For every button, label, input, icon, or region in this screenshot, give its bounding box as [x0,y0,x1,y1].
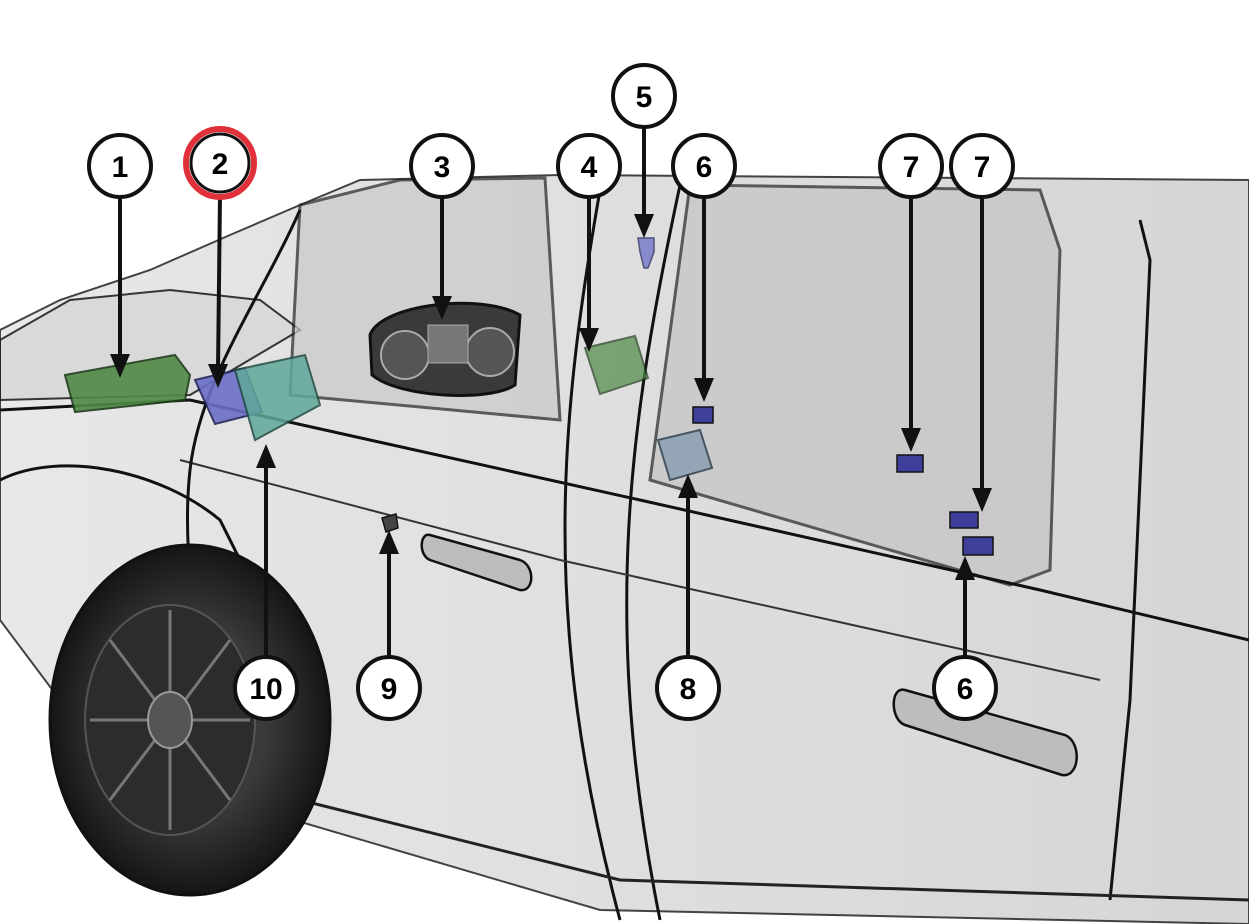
callout-2-highlight-ring [183,126,257,200]
module-6b-blue [962,536,994,556]
door-seam-line [625,184,682,921]
arrow-7b [972,198,992,512]
arrow-9 [379,530,399,656]
arrow-1 [110,198,130,378]
rear-window-frame [648,183,1062,587]
arrow-7a [901,198,921,452]
rear-door-edge [1108,219,1152,901]
arrow-10 [256,444,276,656]
callout-5-label: 5 [636,81,653,114]
callout-7-left-label: 7 [903,151,920,184]
callout-8: 8 [655,655,721,721]
front-door-handle [420,533,533,592]
arrow-5 [634,128,654,238]
arrow-4 [579,198,599,352]
callout-6-upper: 6 [671,133,737,199]
rear-door-handle [892,688,1078,777]
callout-6-lower-label: 6 [957,673,974,706]
arrow-3 [432,198,452,320]
modules [63,237,994,556]
callout-6-upper-label: 6 [696,151,713,184]
module-3-instrument-cluster [368,301,522,397]
leader-arrows [110,128,992,656]
module-1-green [63,353,192,414]
module-5-sensor [637,237,655,269]
arrow-8 [678,474,698,656]
b-pillar-line [563,189,622,921]
module-7b-blue [949,511,979,529]
callout-8-label: 8 [680,673,697,706]
callout-9: 9 [356,655,422,721]
callout-4-label: 4 [581,151,598,184]
module-8-gray [656,428,714,482]
module-7a-blue [896,454,924,473]
callout-2-label: 2 [212,148,229,181]
fender-arch [0,464,262,601]
arrow-2 [208,194,228,388]
front-wheel [48,543,332,897]
callout-9-label: 9 [381,673,398,706]
callout-2: 2 [183,126,257,200]
truck-body-illustration [0,173,1249,924]
module-6a-blue [692,406,714,424]
module-9-sensor [381,513,399,533]
callout-7-left: 7 [878,133,944,199]
callout-7-right: 7 [949,133,1015,199]
callout-3-label: 3 [434,151,451,184]
callout-10-label: 10 [249,673,282,706]
arrow-6a [694,198,714,402]
callout-5: 5 [611,63,677,129]
callout-3: 3 [409,133,475,199]
callout-10: 10 [233,655,299,721]
module-4-green [583,334,650,396]
callout-1: 1 [87,133,153,199]
callout-6-lower: 6 [932,655,998,721]
callout-1-label: 1 [112,151,129,184]
lower-body-line [179,459,1101,681]
rocker-line [299,798,1249,902]
callout-7-right-label: 7 [974,151,991,184]
callout-4: 4 [556,133,622,199]
arrow-6b [955,556,975,656]
module-10-teal [233,353,322,442]
